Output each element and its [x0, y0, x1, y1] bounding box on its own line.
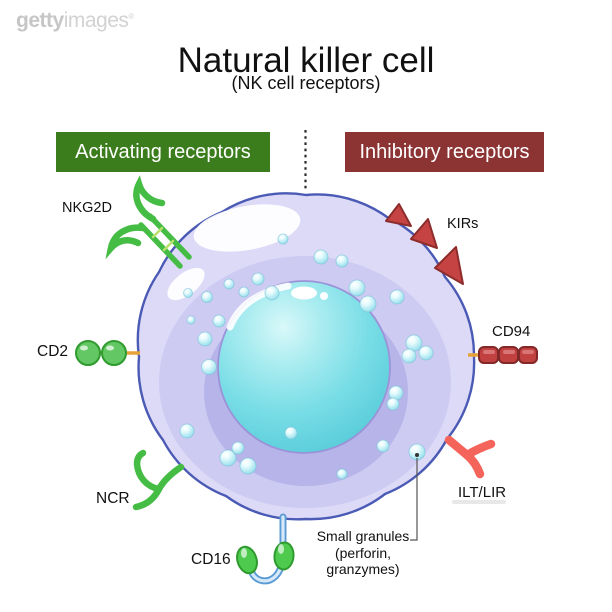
granules-annotation-line2: (perforin,	[334, 544, 392, 561]
watermark-light-text: images	[63, 9, 129, 32]
cd16-receptor-shape	[236, 513, 295, 585]
granules	[179, 233, 434, 480]
cd94-receptor-shape	[468, 346, 538, 364]
granules-annotation-line3: granzymes)	[326, 561, 400, 577]
getty-watermark: gettyimages®	[16, 9, 134, 33]
granules-annotation-line1: Small granules	[316, 528, 410, 544]
label-nkg2d: NKG2D	[62, 200, 112, 216]
cd2-receptor-shape	[75, 340, 140, 366]
label-kirs: KIRs	[447, 216, 479, 232]
faint-credit-smudge	[452, 500, 506, 504]
granules-annotation: Small granules (perforin, granzymes)	[298, 528, 428, 578]
registered-mark: ®	[128, 12, 134, 21]
nkg2d-receptor-shape	[105, 175, 192, 269]
inhibitory-receptors-banner: Inhibitory receptors	[345, 132, 544, 172]
kirs-receptor-shape	[385, 203, 464, 285]
page-subtitle: (NK cell receptors)	[231, 73, 381, 93]
cell-gloss-small	[167, 267, 205, 301]
nucleus-gloss-blob	[291, 286, 317, 300]
nucleus-gloss-dot	[320, 292, 328, 300]
ilt-lir-receptor-shape	[444, 435, 496, 479]
page-title: Natural killer cell	[177, 41, 435, 80]
granule-pointer-line	[410, 453, 419, 541]
label-ilt-lir: ILT/LIR	[458, 484, 507, 501]
watermark-bold-text: getty	[16, 9, 64, 32]
nucleus	[217, 280, 391, 454]
label-cd16: CD16	[191, 551, 231, 568]
label-cd2: CD2	[37, 343, 69, 360]
label-cd94: CD94	[492, 323, 531, 340]
cell-gloss-large	[193, 204, 301, 252]
ncr-receptor-shape	[132, 449, 185, 511]
activating-receptors-banner: Activating receptors	[56, 132, 270, 172]
nucleus-gloss-arc	[226, 282, 292, 331]
label-ncr: NCR	[96, 490, 130, 507]
